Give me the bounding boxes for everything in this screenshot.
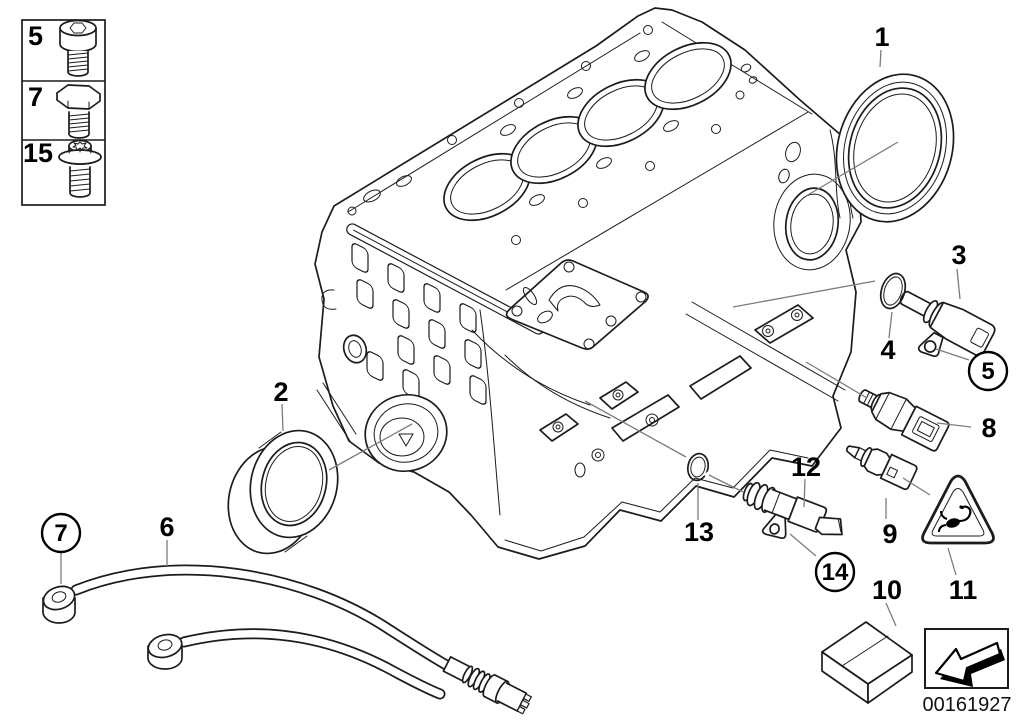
circled-callout-7-label: 7 — [54, 520, 67, 547]
socket-head-bolt-icon — [59, 19, 97, 77]
part-13-o-ring — [686, 452, 714, 482]
circled-callout-5: 5 — [967, 350, 1009, 392]
front-crank-opening — [364, 393, 448, 473]
torx-bolt-washer-icon — [58, 139, 102, 198]
callout-6: 6 — [159, 512, 174, 542]
cylinder-bores — [443, 41, 732, 222]
circled-callout-5-label: 5 — [981, 358, 994, 385]
scorpion-warning-icon — [938, 505, 972, 533]
callout-12: 12 — [791, 452, 821, 482]
ring-terminal — [42, 585, 76, 624]
oil-filter-pad — [505, 259, 649, 350]
rib-pocket-grid — [351, 243, 487, 405]
part-1-rear-seal-ring — [835, 73, 955, 223]
dowel-hole — [342, 334, 368, 364]
part-3-camshaft-sensor — [899, 290, 996, 358]
callout-4: 4 — [880, 335, 895, 365]
callout-3: 3 — [951, 240, 966, 270]
deck-holes — [347, 25, 758, 245]
cable-connector — [442, 656, 532, 715]
circled-callout-14: 14 — [814, 551, 856, 593]
callout-13: 13 — [684, 517, 714, 547]
hex-bolt-icon — [56, 84, 101, 139]
ring-terminal — [147, 633, 183, 670]
part-12-oil-valve — [742, 481, 843, 540]
engine-block-drawing — [314, 7, 862, 560]
part-2-front-seal-ring — [227, 429, 339, 555]
callout-8: 8 — [981, 413, 996, 443]
direction-arrow-stamp — [924, 628, 1009, 689]
callout-10: 10 — [872, 575, 902, 605]
rear-crank-flange — [773, 129, 854, 271]
callout-1: 1 — [874, 22, 889, 52]
part-11-warning-triangle — [921, 474, 995, 545]
callout-11: 11 — [949, 575, 978, 605]
legend-label-5: 5 — [28, 21, 43, 51]
part-9-temperature-sensor — [845, 445, 918, 491]
callout-2: 2 — [273, 377, 288, 407]
leader-lines — [60, 49, 972, 627]
legend-label-7: 7 — [28, 82, 43, 112]
circled-callout-7: 7 — [40, 512, 82, 554]
callout-9: 9 — [882, 519, 897, 549]
part-6-ground-cable — [42, 564, 532, 715]
arrow-icon — [934, 641, 1002, 683]
image-code: 00161927 — [923, 694, 1012, 716]
part-4-o-ring — [879, 272, 907, 310]
callout-labels: 1 2 3 4 6 8 9 10 11 12 13 5 7 14 — [40, 22, 1009, 605]
part-8-oil-pressure-switch — [858, 389, 950, 452]
part-10-package-box — [821, 621, 913, 704]
legend-label-15: 15 — [23, 138, 53, 168]
circled-callout-14-label: 14 — [822, 559, 849, 586]
fastener-legend-box: 5 7 15 — [21, 19, 106, 206]
